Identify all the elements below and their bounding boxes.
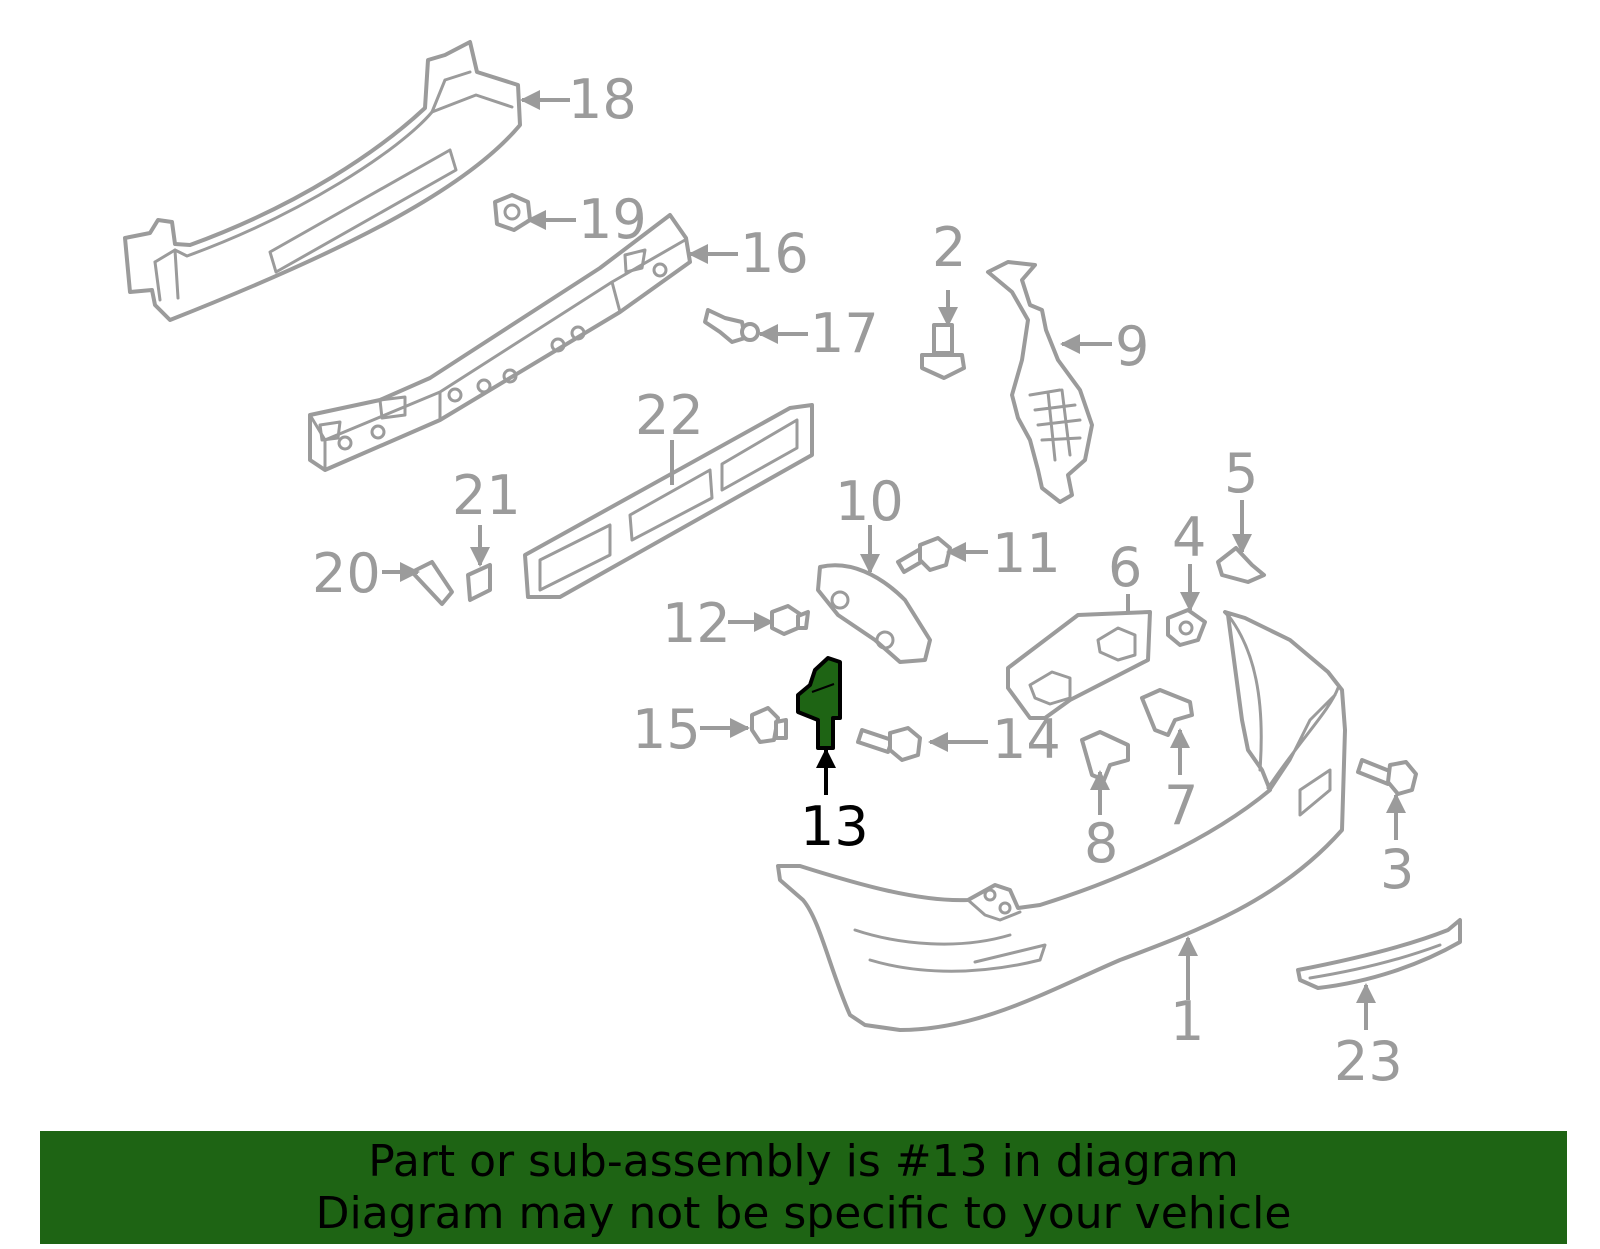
callout-2: 2 [932,216,966,279]
part-21-clip [466,563,492,602]
callout-labels: 18 19 16 17 2 9 22 10 11 21 20 12 5 4 6 … [312,68,1414,1093]
part-7-clip [1140,688,1194,737]
callout-22: 22 [635,384,704,447]
part-18-reinforcement [123,40,522,322]
part-6-bracket [1006,610,1152,720]
part-8-clip [1080,730,1130,782]
part-2-bolt [920,323,966,380]
banner-line-part: Part or sub-assembly is #13 in diagram [368,1135,1239,1187]
callout-14: 14 [992,708,1061,771]
part-20-clip [410,560,454,606]
callout-16: 16 [740,222,809,285]
callout-9: 9 [1115,315,1149,378]
part-23-reflector [1296,918,1462,990]
callout-21: 21 [452,464,521,527]
part-1-bumper-cover [776,610,1347,1032]
callout-17: 17 [810,302,879,365]
info-banner: Part or sub-assembly is #13 in diagram D… [40,1131,1567,1244]
leader-lines [382,90,1406,1030]
part-16-absorber [308,213,692,472]
callout-18: 18 [568,68,637,131]
part-11-bolt [896,536,952,574]
part-12-clip [770,604,810,636]
callout-5: 5 [1224,442,1258,505]
callout-4: 4 [1172,506,1206,569]
part-5-clip [1216,546,1266,584]
part-15-clip [750,706,788,744]
callout-10: 10 [835,470,904,533]
part-22-pad [523,403,814,599]
callout-23: 23 [1334,1030,1403,1093]
callout-11: 11 [992,522,1061,585]
callout-12: 12 [662,592,731,655]
part-10-bracket [816,563,932,664]
callout-6: 6 [1108,536,1142,599]
part-14-bolt [856,726,922,762]
callout-7: 7 [1164,774,1198,837]
part-13-bracket [796,656,842,750]
banner-line-disclaimer: Diagram may not be specific to your vehi… [315,1187,1292,1239]
callout-15: 15 [632,698,701,761]
callout-3: 3 [1380,838,1414,901]
callout-8: 8 [1084,812,1118,875]
callout-19: 19 [578,188,647,251]
callout-1: 1 [1170,990,1204,1053]
part-17-clip [703,308,760,344]
callout-13: 13 [800,795,869,858]
part-19-nut [493,193,532,232]
part-3-bolt [1356,758,1418,796]
callout-20: 20 [312,542,381,605]
part-4-clip [1166,608,1207,647]
part-9-bracket [986,260,1094,504]
